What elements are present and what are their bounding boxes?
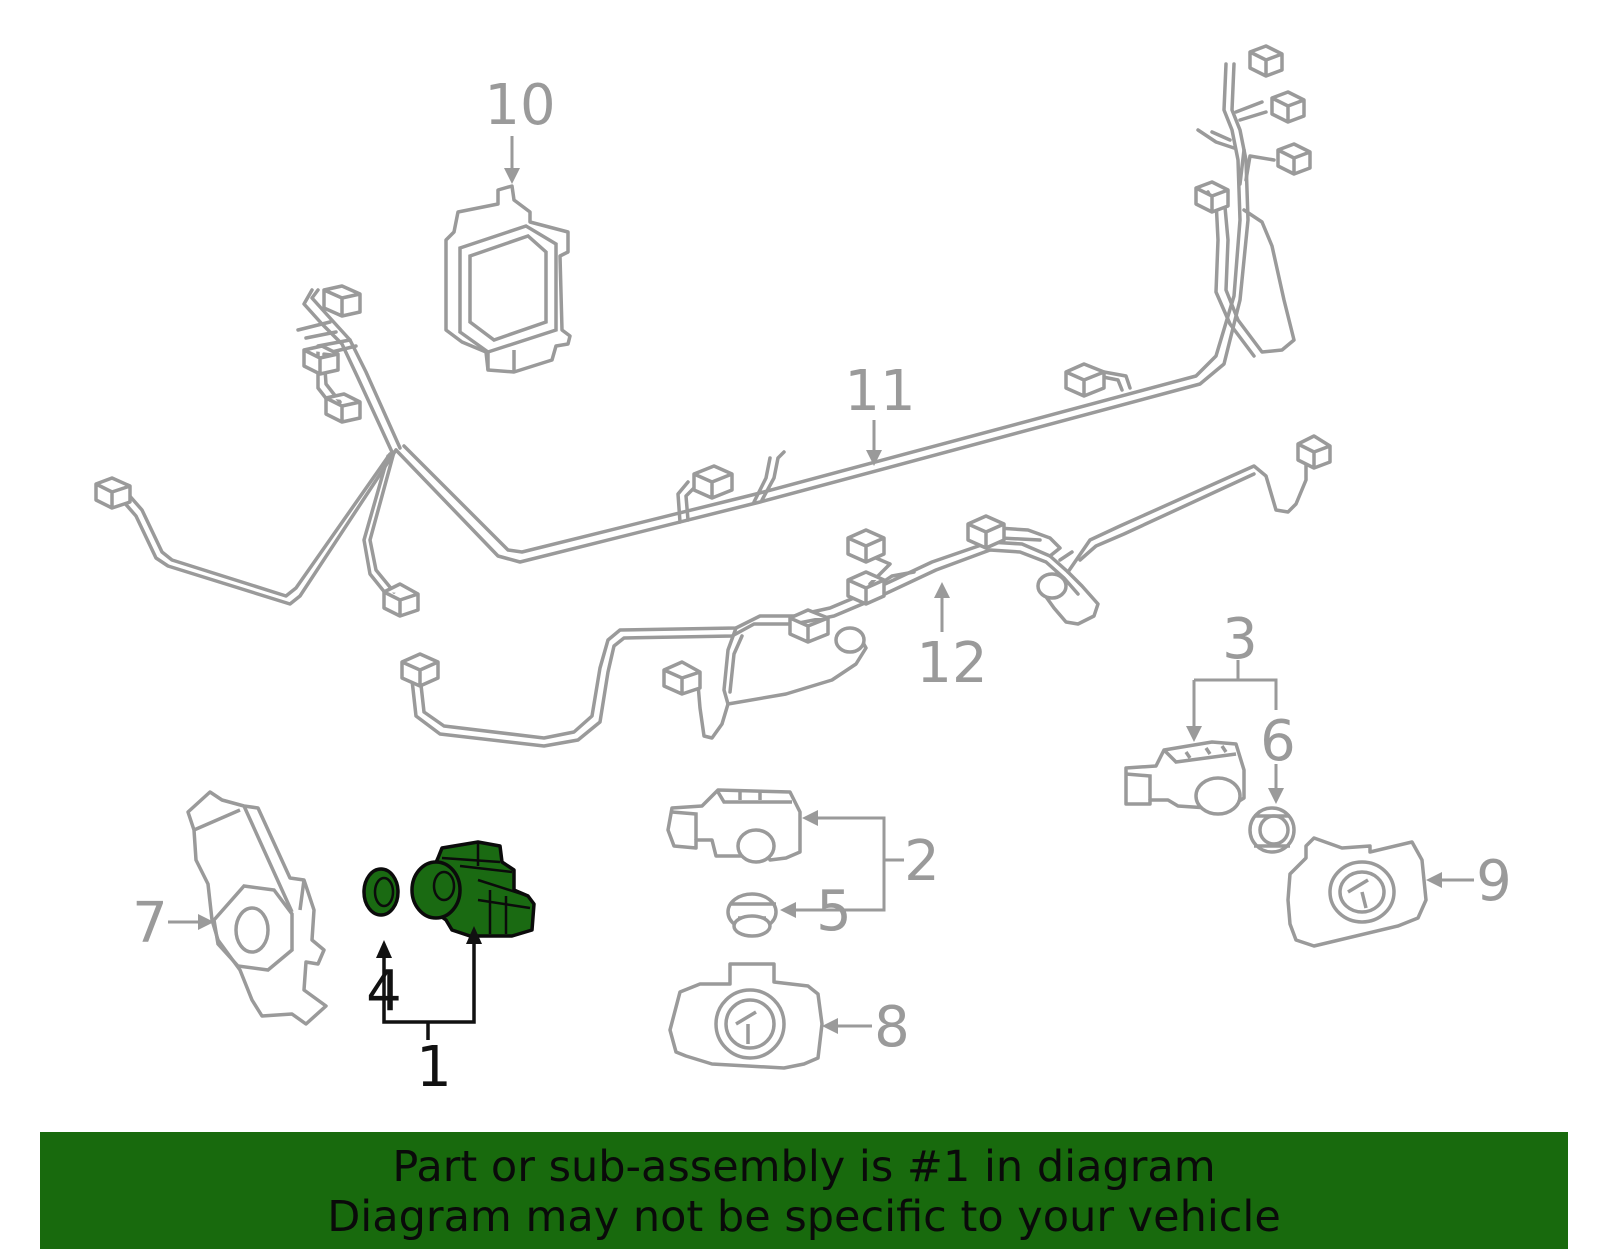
banner-disclaimer: Diagram may not be specific to your vehi…: [327, 1192, 1281, 1242]
callout-labels: 10 11 12 3 6 2 5 8 9 7 4 1: [132, 73, 1512, 1100]
part-12-bumper-harness: [400, 434, 1332, 748]
part-1-parking-sensor: [410, 840, 536, 938]
callout-12: 12: [916, 631, 987, 696]
part-11-wiring-harness: [94, 44, 1312, 618]
part-5-retainer: [726, 892, 778, 938]
callout-2: 2: [904, 829, 940, 894]
callout-7: 7: [132, 891, 168, 956]
callout-9: 9: [1476, 849, 1512, 914]
callout-1: 1: [416, 1035, 452, 1100]
callout-4: 4: [366, 959, 402, 1024]
callout-5: 5: [816, 879, 852, 944]
callout-11: 11: [844, 359, 915, 424]
callout-10: 10: [484, 73, 555, 138]
banner-part-notice: Part or sub-assembly is #1 in diagram: [392, 1142, 1216, 1192]
part-10-control-module: [444, 184, 572, 374]
part-7-sensor-bracket: [186, 790, 328, 1026]
notice-banner: Part or sub-assembly is #1 in diagram Di…: [40, 1132, 1568, 1249]
part-3-parking-sensor: [1124, 740, 1246, 816]
part-8-sensor-bezel: [668, 962, 824, 1070]
part-2-parking-sensor: [666, 788, 802, 864]
callout-3: 3: [1222, 607, 1258, 672]
callout-8: 8: [874, 995, 910, 1060]
part-4-sensor-retainer: [362, 867, 400, 917]
callout-6: 6: [1260, 709, 1296, 774]
part-9-sensor-bezel: [1286, 836, 1428, 948]
part-6-retainer: [1248, 806, 1296, 854]
leader-lines: [168, 136, 1474, 1040]
